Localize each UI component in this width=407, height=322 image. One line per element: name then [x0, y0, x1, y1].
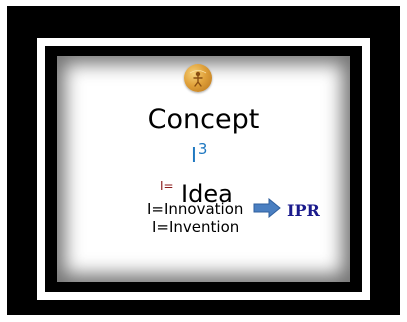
i-cubed-exponent: 3 — [197, 140, 208, 158]
slide-panel — [57, 56, 350, 282]
idea-label: Idea — [181, 180, 233, 208]
concept-title: Concept — [147, 104, 260, 135]
invention-label: I=Invention — [152, 218, 240, 236]
right-arrow-icon — [253, 197, 281, 222]
innovation-label: I=Innovation — [147, 200, 244, 218]
i-equals-prefix: I= — [160, 179, 174, 193]
i-cubed-label: I3 — [191, 140, 208, 167]
gold-globe-logo-icon — [184, 64, 212, 92]
i-cubed-base: I — [191, 143, 197, 167]
ipr-label: IPR — [287, 201, 320, 220]
